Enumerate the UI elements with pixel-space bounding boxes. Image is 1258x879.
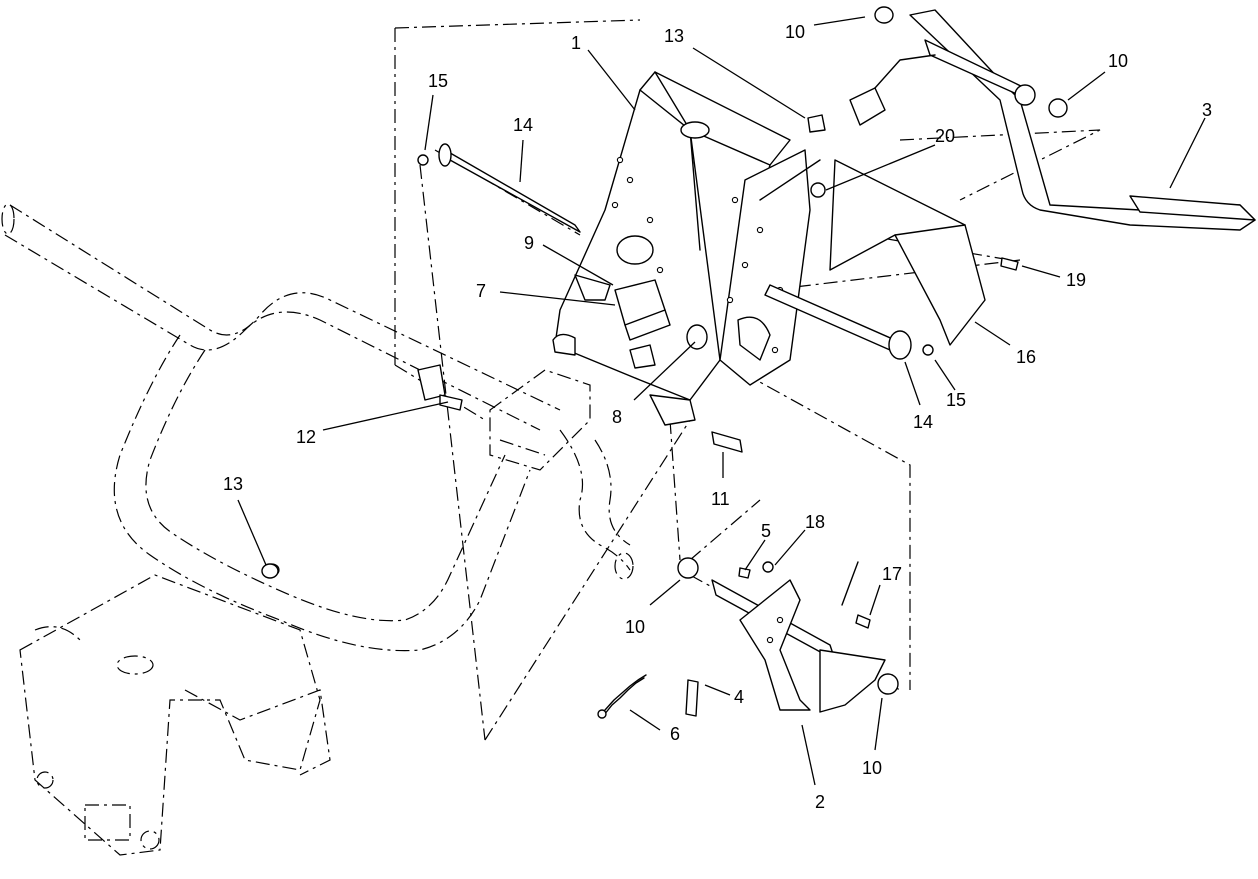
callout-18: 18 bbox=[805, 512, 825, 532]
callout-9: 9 bbox=[524, 233, 534, 253]
callout-11: 11 bbox=[711, 489, 730, 509]
callout-14-upper: 14 bbox=[513, 115, 533, 135]
callout-14-lower: 14 bbox=[913, 412, 933, 432]
callout-5: 5 bbox=[761, 521, 771, 541]
callout-10-lower-left: 10 bbox=[625, 617, 645, 637]
pedal-part-3 bbox=[849, 9, 1256, 231]
switch-part-7 bbox=[614, 279, 671, 341]
bushing-part-10-d bbox=[877, 673, 899, 695]
frame-phantom-outline bbox=[1, 203, 634, 856]
callout-13-frame: 13 bbox=[223, 474, 243, 494]
callout-19: 19 bbox=[1066, 270, 1086, 290]
pedal-bracket-part-1 bbox=[552, 71, 821, 426]
bushing-part-10-c bbox=[677, 557, 699, 579]
shield-part-16 bbox=[829, 159, 986, 346]
callout-15-upper: 15 bbox=[428, 71, 448, 91]
bolt-part-19 bbox=[1000, 257, 1019, 271]
callout-10-right: 10 bbox=[1108, 51, 1128, 71]
callout-16: 16 bbox=[1016, 347, 1036, 367]
pivot-pin-upper-part-14 bbox=[438, 143, 581, 233]
bushing-part-10-b bbox=[1048, 98, 1068, 118]
nut-upper-part-13 bbox=[807, 114, 826, 133]
callout-labels: 1 2 3 4 5 6 7 8 9 10 10 10 10 11 12 13 1… bbox=[223, 22, 1212, 812]
bolt-part-4 bbox=[685, 679, 699, 717]
pin-part-5 bbox=[738, 567, 751, 579]
bolt-part-18 bbox=[762, 561, 774, 573]
switch-bracket-part-9 bbox=[574, 274, 611, 301]
bolt-part-11 bbox=[711, 431, 743, 453]
callout-17: 17 bbox=[882, 564, 902, 584]
callout-3: 3 bbox=[1202, 100, 1212, 120]
callout-8: 8 bbox=[612, 407, 622, 427]
spring-part-6 bbox=[597, 674, 647, 719]
callout-1: 1 bbox=[571, 33, 581, 53]
callout-20: 20 bbox=[935, 126, 955, 146]
leader-lines bbox=[237, 16, 1206, 786]
bolt-upper-part-15 bbox=[417, 154, 429, 166]
pedal-part-2 bbox=[711, 579, 886, 713]
callout-15-lower: 15 bbox=[946, 390, 966, 410]
bushing-part-10-a bbox=[874, 6, 894, 24]
callout-13-top: 13 bbox=[664, 26, 684, 46]
bolt-part-12 bbox=[417, 364, 463, 411]
bolt-part-8 bbox=[686, 324, 708, 350]
callout-2: 2 bbox=[815, 792, 825, 812]
callout-10-top: 10 bbox=[785, 22, 805, 42]
callout-12: 12 bbox=[296, 427, 316, 447]
callout-10-lower-right: 10 bbox=[862, 758, 882, 778]
nut-part-20 bbox=[810, 182, 826, 198]
bolt-lower-part-15 bbox=[922, 344, 934, 356]
callout-6: 6 bbox=[670, 724, 680, 744]
callout-4: 4 bbox=[734, 687, 744, 707]
callout-7: 7 bbox=[476, 281, 486, 301]
nut-lower-part-13 bbox=[261, 563, 279, 579]
pivot-pin-lower-part-14 bbox=[764, 284, 912, 360]
screw-part-17 bbox=[841, 561, 871, 629]
